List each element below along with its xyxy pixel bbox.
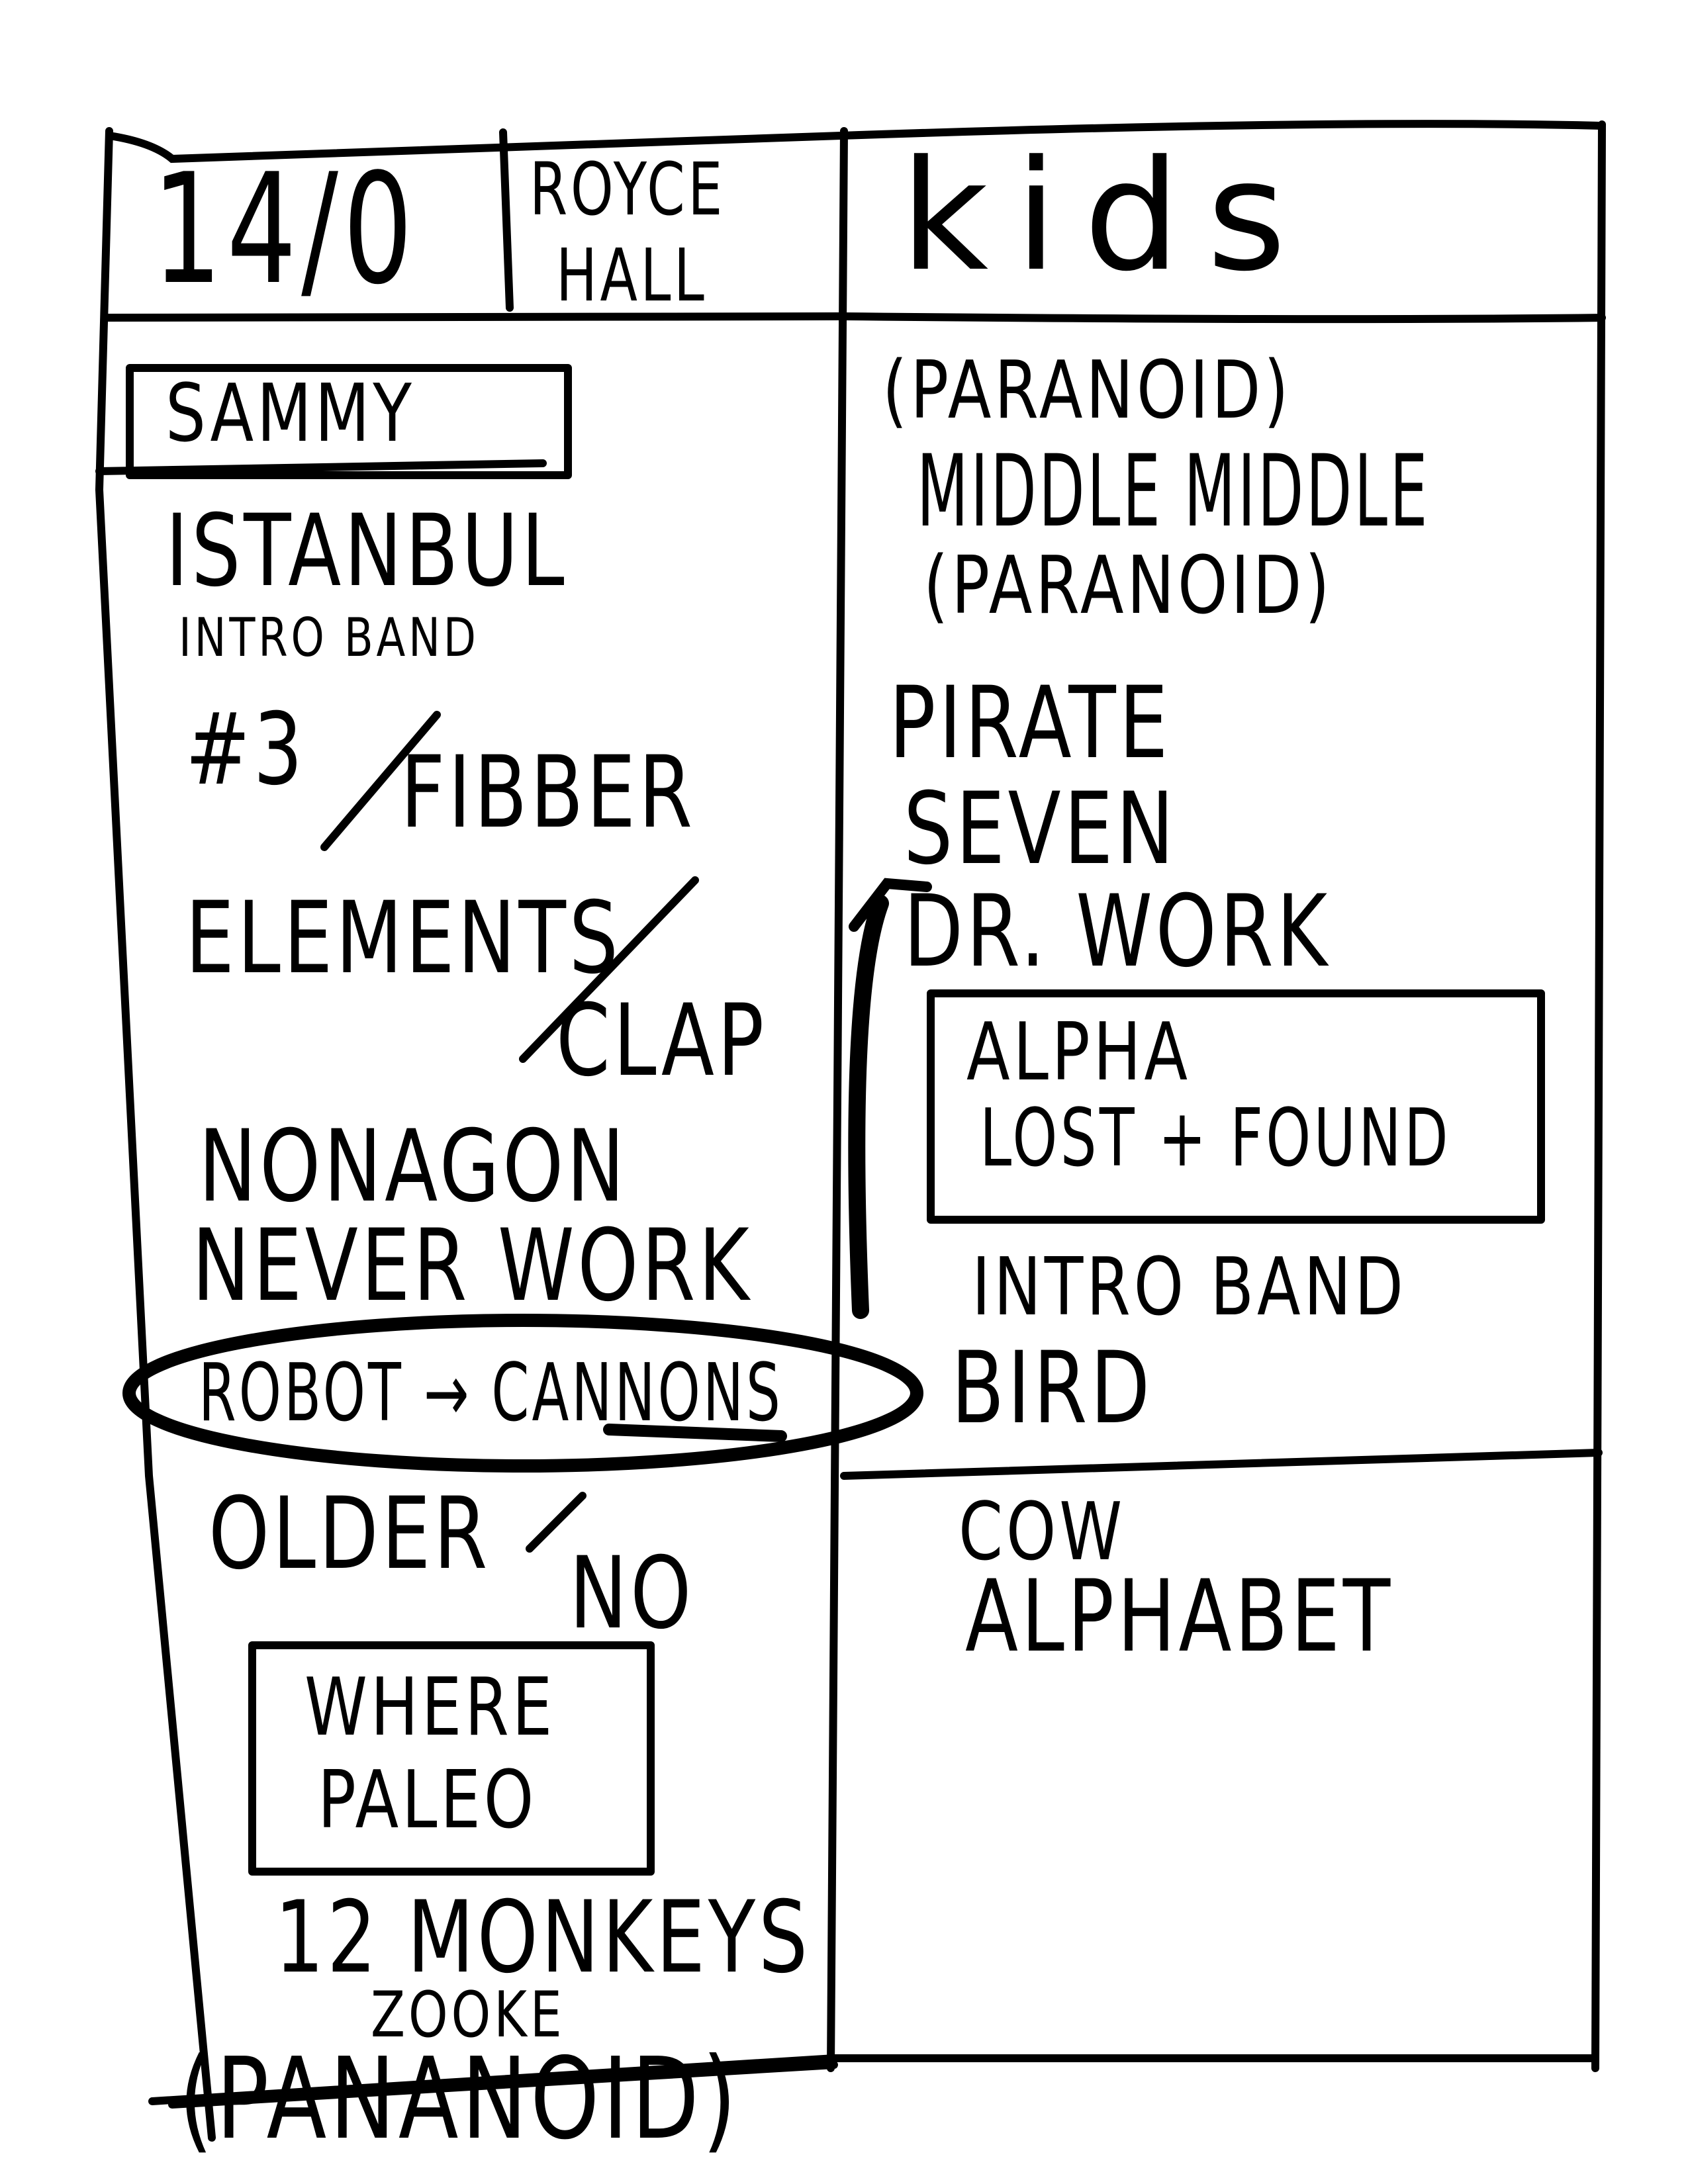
move-arrow-line — [848, 895, 889, 1319]
song-lost-found: LOST + FOUND — [980, 1093, 1451, 1185]
kids-title: kids — [900, 128, 1313, 305]
note-intro-band-right: INTRO BAND — [972, 1242, 1407, 1334]
sammy-divider — [95, 459, 547, 475]
pananoid-strike — [168, 2061, 838, 2109]
song-alphabet: ALPHABET — [965, 1559, 1393, 1674]
song-elements: ELEMENTS — [185, 881, 622, 996]
song-middle-middle: MIDDLE MIDDLE — [917, 434, 1430, 549]
bottom-line — [148, 2054, 1599, 2105]
right-section-line — [840, 1449, 1603, 1480]
center-divider — [827, 127, 848, 2072]
song-paranoid-2: (PARANOID) — [923, 540, 1333, 632]
song-clap: CLAP — [556, 983, 767, 1099]
song-cow: COW — [959, 1486, 1125, 1578]
alpha-lost-found-box — [927, 989, 1545, 1224]
song-pirate: PIRATE — [889, 666, 1172, 781]
song-12-monkeys: 12 MONKEYS — [275, 1880, 811, 1995]
song-pananoid: (PANANOID) — [179, 2034, 740, 2165]
slash-older-no — [526, 1492, 586, 1553]
slash-3-fibber — [320, 711, 441, 851]
song-older: OLDER — [209, 1477, 491, 1592]
song-no: NO — [569, 1536, 694, 1651]
song-bird: BIRD — [951, 1331, 1153, 1446]
song-alpha: ALPHA — [966, 1007, 1191, 1099]
song-seven: SEVEN — [904, 772, 1178, 887]
song-fibber: FIBBER — [400, 735, 696, 850]
song-where: WHERE — [305, 1662, 556, 1754]
song-3: #3 — [185, 692, 306, 807]
song-paleo: PALEO — [318, 1754, 538, 1846]
song-dr-work: DR. WORK — [904, 874, 1331, 989]
top-border — [105, 120, 1606, 163]
sammy-box — [126, 364, 572, 479]
venue-line-1: ROYCE — [530, 147, 726, 232]
venue-line-2: HALL — [556, 233, 708, 318]
header-bottom-line — [102, 312, 1606, 324]
cannons-underline — [603, 1424, 787, 1442]
robot-circle — [122, 1314, 923, 1473]
where-paleo-box — [248, 1641, 655, 1876]
song-never-work: NEVER WORK — [192, 1208, 753, 1324]
song-istanbul: ISTANBUL — [165, 494, 568, 609]
song-paranoid-1: (PARANOID) — [882, 345, 1292, 437]
header-bar-2 — [499, 128, 514, 312]
song-sammy: SAMMY — [165, 368, 415, 460]
move-arrow-head — [849, 878, 932, 932]
left-border — [95, 127, 216, 2142]
right-border — [1591, 120, 1606, 2072]
slash-elements-clap — [519, 876, 699, 1063]
song-nonagon: NONAGON — [199, 1109, 628, 1224]
song-zooke: ZOOKE — [371, 1979, 565, 2052]
date-mark: 14/0 — [152, 142, 418, 318]
note-intro-band: INTRO BAND — [179, 607, 479, 668]
song-robot-cannons: ROBOT → CANNONS — [199, 1347, 783, 1439]
